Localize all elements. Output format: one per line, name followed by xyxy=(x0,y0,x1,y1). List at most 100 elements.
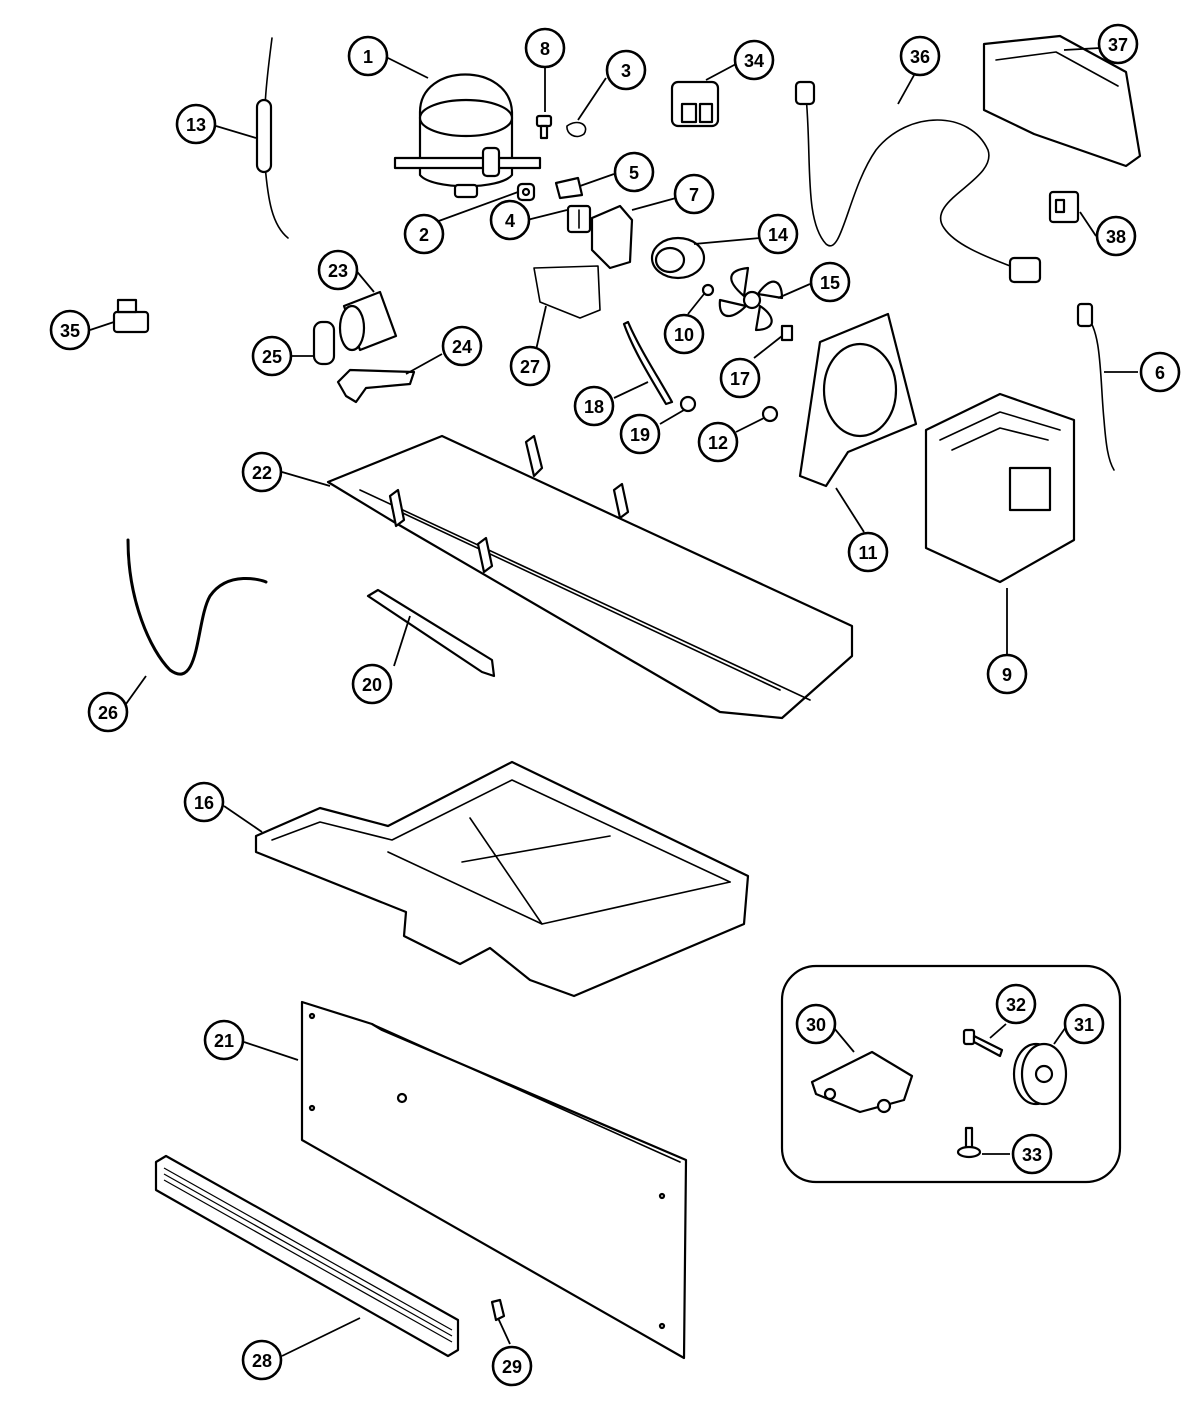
callout-circle xyxy=(757,213,799,255)
callout-number: 32 xyxy=(1006,995,1026,1015)
callout-circle xyxy=(899,35,941,77)
callout-circle xyxy=(203,1019,245,1061)
callout-22: 22 xyxy=(241,451,283,493)
part-33-leveler xyxy=(956,1126,982,1159)
part-4-relay xyxy=(566,204,592,234)
leader-lines xyxy=(89,47,1138,1357)
callout-circle xyxy=(441,325,483,367)
callout-3: 3 xyxy=(605,49,647,91)
callout-23: 23 xyxy=(317,249,359,291)
part-17-clip xyxy=(780,324,794,342)
callout-36: 36 xyxy=(899,35,941,77)
callout-number: 10 xyxy=(674,325,694,345)
callout-14: 14 xyxy=(757,213,799,255)
callout-number: 6 xyxy=(1155,363,1165,383)
callout-number: 7 xyxy=(689,185,699,205)
part-37-box xyxy=(982,34,1142,168)
callout-30: 30 xyxy=(795,1003,837,1045)
callout-15: 15 xyxy=(809,261,851,303)
callout-circle xyxy=(719,357,761,399)
callout-number: 28 xyxy=(252,1351,272,1371)
callout-circle xyxy=(605,49,647,91)
callout-circle xyxy=(524,27,566,69)
callout-number: 29 xyxy=(502,1357,522,1377)
part-23-capacitor xyxy=(338,290,398,352)
callout-number: 17 xyxy=(730,369,750,389)
part-25-cap xyxy=(312,320,336,366)
callout-number: 37 xyxy=(1108,35,1128,55)
part-11-shroud xyxy=(798,312,918,488)
callout-circle xyxy=(1097,23,1139,65)
callout-circle xyxy=(1063,1003,1105,1045)
callout-8: 8 xyxy=(524,27,566,69)
part-35-switch xyxy=(112,298,150,334)
callout-number: 3 xyxy=(621,61,631,81)
callout-18: 18 xyxy=(573,385,615,427)
callout-35: 35 xyxy=(49,309,91,351)
callout-38: 38 xyxy=(1095,215,1137,257)
callout-circle xyxy=(489,199,531,241)
callout-6: 6 xyxy=(1139,351,1181,393)
callout-circle xyxy=(573,385,615,427)
part-34-relay xyxy=(670,80,720,128)
callout-circle xyxy=(1095,215,1137,257)
callout-number: 24 xyxy=(452,337,472,357)
inset-box xyxy=(780,964,1122,1184)
part-10-nut xyxy=(701,283,715,297)
callout-circle xyxy=(619,413,661,455)
callout-26: 26 xyxy=(87,691,129,733)
callout-circle xyxy=(995,983,1037,1025)
part-26-hose xyxy=(126,538,268,676)
callout-circle xyxy=(403,213,445,255)
part-7-cover xyxy=(590,204,634,270)
callout-number: 21 xyxy=(214,1031,234,1051)
callout-20: 20 xyxy=(351,663,393,705)
callout-number: 33 xyxy=(1022,1145,1042,1165)
part-12-grommet xyxy=(761,405,779,423)
part-13-drier xyxy=(255,37,289,239)
part-5-overload xyxy=(554,176,584,200)
callout-10: 10 xyxy=(663,313,705,355)
callout-number: 2 xyxy=(419,225,429,245)
callout-31: 31 xyxy=(1063,1003,1105,1045)
part-36-harness xyxy=(794,80,1042,284)
callout-11: 11 xyxy=(847,531,889,573)
callout-9: 9 xyxy=(986,653,1028,695)
part-2-grommet xyxy=(516,182,536,202)
callout-circle xyxy=(87,691,129,733)
callout-circle xyxy=(175,103,217,145)
callout-number: 31 xyxy=(1074,1015,1094,1035)
callout-circle xyxy=(847,531,889,573)
callout-17: 17 xyxy=(719,357,761,399)
callout-circle xyxy=(491,1345,533,1387)
callout-circle xyxy=(663,313,705,355)
callout-24: 24 xyxy=(441,325,483,367)
callout-number: 13 xyxy=(186,115,206,135)
callout-13: 13 xyxy=(175,103,217,145)
callout-19: 19 xyxy=(619,413,661,455)
part-9-condenser xyxy=(924,392,1076,584)
part-32-bolt xyxy=(962,1028,1004,1058)
callout-circle xyxy=(241,1339,283,1381)
callout-circle xyxy=(347,35,389,77)
part-24-bracket xyxy=(336,368,416,404)
callout-number: 36 xyxy=(910,47,930,67)
part-21-panel xyxy=(300,1000,688,1360)
callout-37: 37 xyxy=(1097,23,1139,65)
part-22-base xyxy=(326,434,854,720)
part-1-compressor xyxy=(393,73,542,199)
callout-2: 2 xyxy=(403,213,445,255)
callout-28: 28 xyxy=(241,1339,283,1381)
callout-21: 21 xyxy=(203,1019,245,1061)
callout-circle xyxy=(697,421,739,463)
callout-number: 9 xyxy=(1002,665,1012,685)
callout-circle xyxy=(673,173,715,215)
part-3-clip xyxy=(566,121,587,138)
part-14-fan-motor xyxy=(650,236,706,280)
part-16-drain-pan xyxy=(254,760,750,998)
callout-number: 1 xyxy=(363,47,373,67)
callout-circle xyxy=(251,335,293,377)
callout-34: 34 xyxy=(733,39,775,81)
callout-number: 18 xyxy=(584,397,604,417)
